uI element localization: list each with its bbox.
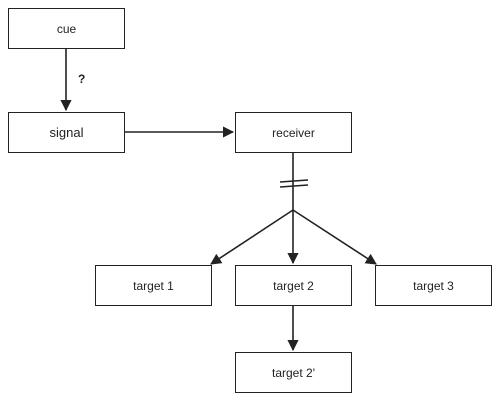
node-receiver: receiver xyxy=(235,112,352,153)
edge-branch-target3 xyxy=(292,209,377,265)
break-mark-1 xyxy=(279,179,309,183)
node-cue: cue xyxy=(8,8,125,49)
edge-branch-target1 xyxy=(210,209,294,265)
node-target-1: target 1 xyxy=(95,265,212,306)
node-signal: signal xyxy=(8,112,125,153)
node-target-2: target 2 xyxy=(235,265,352,306)
node-target-2-prime: target 2' xyxy=(235,352,352,393)
edge-label-question: ? xyxy=(78,72,86,86)
node-target-3: target 3 xyxy=(375,265,492,306)
break-mark-2 xyxy=(279,184,309,188)
